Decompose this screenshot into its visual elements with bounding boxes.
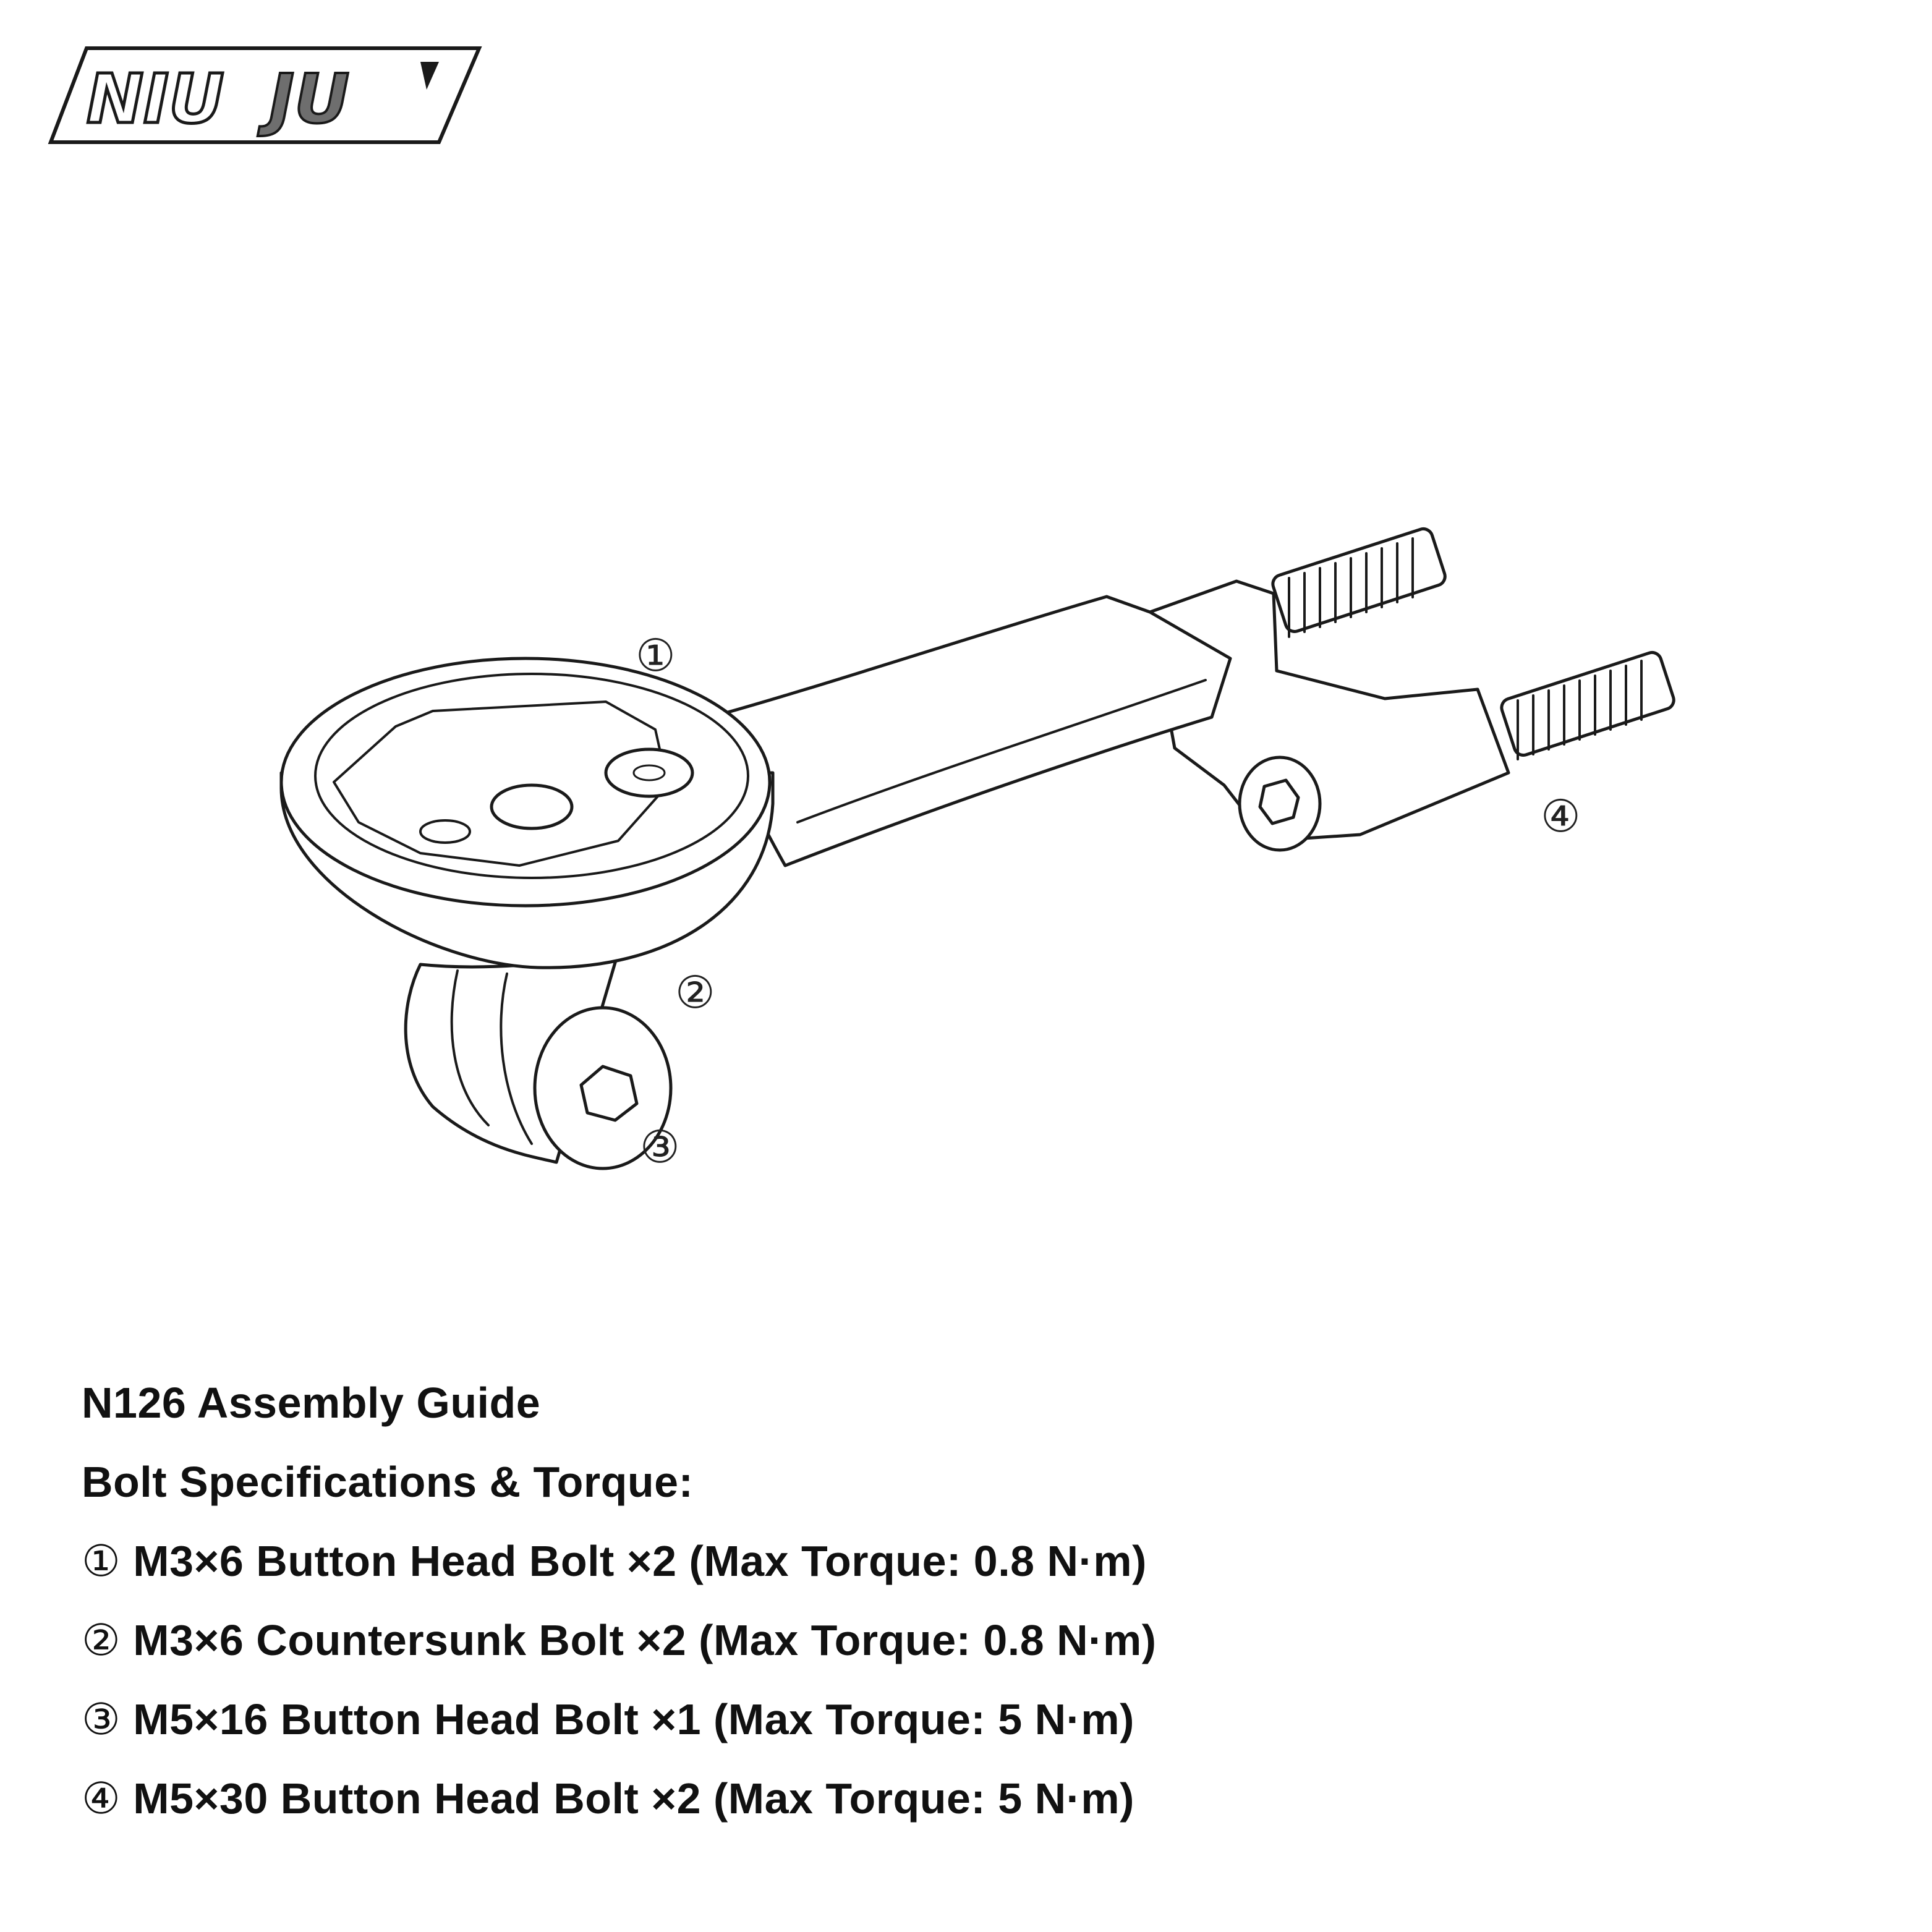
callout-4: ④ (1541, 790, 1581, 842)
guide-title: N126 Assembly Guide (82, 1379, 541, 1427)
callout-2: ② (675, 966, 715, 1018)
bolt-4-upper (1271, 527, 1447, 638)
logo-frame (48, 46, 482, 144)
assembly-guide: N126 Assembly Guide Bolt Specifications … (82, 1363, 1875, 1838)
bolt-spec-1-number: ① (82, 1536, 121, 1586)
bolt-4-lower (1500, 650, 1675, 760)
logo-tick (420, 62, 439, 90)
center-hole (490, 783, 574, 830)
mount-diagram: ① ② ③ ④ (279, 527, 1675, 1173)
head-bolt-left (419, 819, 471, 844)
callout-3: ③ (640, 1121, 680, 1173)
bolt-spec-2-number: ② (82, 1615, 121, 1666)
mount-arm (697, 595, 1232, 867)
bolt-spec-2-text: M3×6 Countersunk Bolt ×2 (Max Torque: 0.… (133, 1616, 1157, 1664)
logo-text-ju: JU (257, 59, 349, 138)
hex-socket-4 (1258, 778, 1300, 825)
callout-1: ① (636, 629, 676, 681)
guide-subtitle: Bolt Specifications & Torque: (82, 1458, 694, 1506)
bolt-spec-3-text: M5×16 Button Head Bolt ×1 (Max Torque: 5… (133, 1695, 1134, 1743)
clamp-block (1148, 579, 1510, 843)
brand-logo: NIU JU (48, 46, 482, 144)
logo-text-niu: NIU (87, 59, 224, 138)
bolt-spec-3-number: ③ (82, 1694, 121, 1745)
hex-socket-3 (579, 1065, 639, 1122)
bolt-spec-4-number: ④ (82, 1773, 121, 1824)
bolt-spec-4-text: M5×30 Button Head Bolt ×2 (Max Torque: 5… (133, 1774, 1134, 1823)
bolt-spec-1-text: M3×6 Button Head Bolt ×2 (Max Torque: 0.… (133, 1537, 1147, 1585)
